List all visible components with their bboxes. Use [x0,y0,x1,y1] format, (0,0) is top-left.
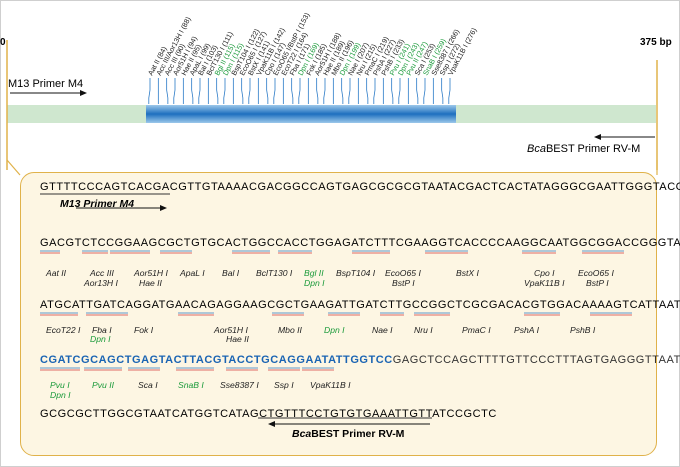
site-tick [166,78,169,104]
site-tick [223,78,226,104]
site-tick [416,78,419,104]
enzyme-label: Cpo I [534,268,555,278]
enzyme-label: BclT130 I [256,268,293,278]
site-tick [391,78,394,104]
enzyme-label: ApaL I [180,268,205,278]
enzyme-label: Fok I [134,325,154,335]
site-tick [448,78,451,104]
enzyme-label: Aor51H I [134,268,168,278]
enzyme-label: PmaC I [462,325,491,335]
seq-line-3: ATGCATTGATCAGGATGAACAGAGGAAGCGCTGAAGATTG… [40,299,680,311]
site-tick [216,78,219,104]
sequence-detail-box [20,172,657,456]
enzyme-label: Bgl II [304,268,324,278]
detail-primer-rv-label: BcaBEST Primer RV-M [292,428,405,440]
enzyme-label: BstP I [392,278,415,288]
site-tick [241,78,244,104]
primer-m4-arrowhead [80,90,87,96]
seq-line-2: GACGTCTCCGGAAGCGCTGTGCACTGGCCACCTGGAGATC… [40,237,680,249]
site-tick [148,78,151,104]
site-tick [398,78,401,104]
enzyme-label: PshB I [570,325,596,335]
enzyme-label: Nru I [414,325,433,335]
enzyme-label: Pvu II [92,380,114,390]
enzyme-label: SnaB I [178,380,204,390]
site-tick [198,78,201,104]
site-tick [291,78,294,104]
enzyme-label: Sse8387 I [220,380,259,390]
enzyme-label: Aor51H I [214,325,248,335]
detail-primer-m4-label: M13 Primer M4 [60,198,135,210]
enzyme-label: EcoO65 I [578,268,614,278]
site-tick [191,78,194,104]
map-end-label: 375 bp [640,37,672,48]
enzyme-label: BspT104 I [336,268,376,278]
enzyme-label: Acc III [90,268,114,278]
site-underlines [40,250,632,371]
enzyme-label: Hae II [226,334,249,344]
seq-line-5: GCGCGCTTGGCGTAATCATGGTCATAGCTGTTTCCTGTGT… [40,408,497,420]
mcs-region [146,105,456,123]
enzyme-label: Aor13H I [84,278,118,288]
site-tick [273,78,276,104]
enzyme-label: Mbo II [278,325,302,335]
site-tick [266,78,269,104]
rv-detail-arrowhead [268,421,275,427]
site-tick [173,78,176,104]
map-start-label: 0 [0,37,6,48]
enzyme-label: BstX I [456,268,479,278]
site-tick [323,78,326,104]
enzyme-label: BstP I [586,278,609,288]
enzyme-label: VpaK11B I [524,278,565,288]
site-tick [248,78,251,104]
enzyme-label: VpaK11B I [310,380,351,390]
enzyme-label: Sca I [138,380,158,390]
enzyme-label: Dpn I [324,325,345,335]
seq-line-1: GTTTTCCCAGTCACGACGTTGTAAAACGACGGCCAGTGAG… [40,181,680,193]
zoom-connector-left [6,159,21,176]
enzyme-label: Pvu I [50,380,70,390]
seq-line-4-tail: GAGCTCCAGCTTTTGTTCCCTTTAGTGAGGGTTAATT [392,354,680,366]
site-tick [441,78,444,104]
site-tick [341,78,344,104]
map-primer-rv-text: BEST Primer RV-M [545,143,641,155]
enzyme-label: Aat II [46,268,67,278]
seq-line-4-mcs: CGATCGCAGCTGAGTACTTACGTACCTGCAGGAATATTGG… [40,354,393,366]
site-tick [423,78,426,104]
enzyme-label: PshA I [514,325,539,335]
map-primer-m4-label: M13 Primer M4 [8,78,84,90]
map-primer-rv-label: BcaBEST Primer RV-M [527,143,641,155]
seq-line-4: CGATCGCAGCTGAGTACTTACGTACCTGCAGGAATATTGG… [40,354,680,366]
site-tick [366,78,369,104]
enzyme-label: Dpn I [50,390,71,400]
restriction-site-ticks [148,78,451,104]
enzyme-label: Dpn I [90,334,111,344]
enzyme-label: EcoO65 I [385,268,421,278]
enzyme-label: Hae II [139,278,162,288]
enzyme-label: Nae I [372,325,393,335]
site-tick [348,78,351,104]
detail-primer-rv-text: BEST Primer RV-M [311,428,405,440]
site-tick [316,78,319,104]
restriction-site-labels: Aat II (84)Acc III/Aor13H I (88)Acc III … [146,11,479,77]
site-tick [298,78,301,104]
enzyme-label: Dpn I [304,278,325,288]
primer-rv-arrowhead [594,134,601,140]
enzyme-label: Fba I [92,325,112,335]
enzyme-label: Ssp I [274,380,294,390]
site-tick [373,78,376,104]
enzyme-label: Bal I [222,268,240,278]
enzyme-label: EcoT22 I [46,325,81,335]
m4-detail-arrowhead [160,205,167,211]
